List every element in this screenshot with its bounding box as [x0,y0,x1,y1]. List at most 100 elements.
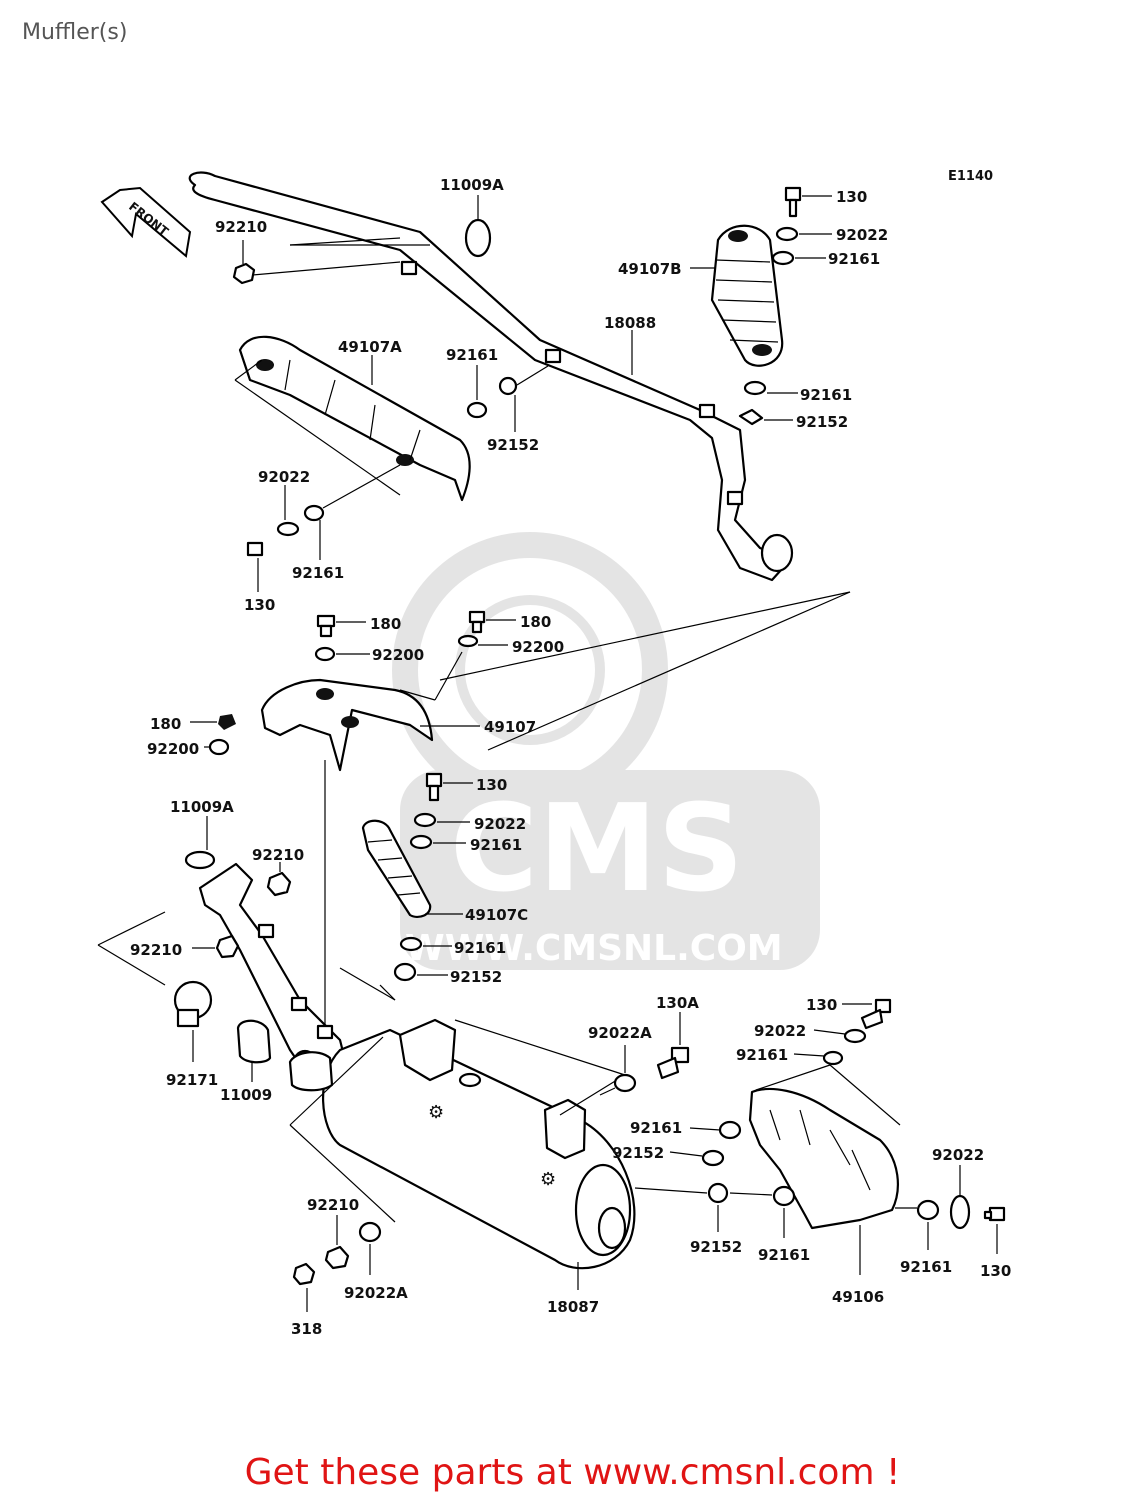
label-11009A-low[interactable]: 11009A [170,798,234,816]
label-92152-mid2[interactable]: 92152 [450,968,502,986]
washer-92161-br4 [916,1199,940,1221]
bolt-130-left [246,541,264,557]
washer-92022-br2 [949,1194,971,1230]
bolt-180-c [218,714,236,730]
label-92210-top[interactable]: 92210 [215,218,267,236]
washer-92161-right [743,380,767,396]
washer-92161-br3 [772,1185,796,1207]
washer-92022-br [843,1028,867,1044]
page-title: Muffler(s) [22,20,128,45]
watermark-brand: CMS [450,780,744,919]
label-92210-c[interactable]: 92210 [307,1196,359,1214]
washer-92161-br [822,1050,844,1066]
label-180-b[interactable]: 180 [520,613,551,631]
washer-92161-left [303,504,325,522]
washer-92200-c [208,738,230,756]
label-130-left[interactable]: 130 [244,596,275,614]
label-49107A[interactable]: 49107A [338,338,402,356]
washer-92161-mid2 [409,834,433,850]
label-130-br2[interactable]: 130 [980,1262,1011,1280]
label-92161-mid2[interactable]: 92161 [470,836,522,854]
label-92161-br[interactable]: 92161 [736,1046,788,1064]
cms-watermark: CMS WWW.CMSNL.COM [392,532,820,970]
label-92161-left[interactable]: 92161 [292,564,344,582]
label-92161-top-right-2[interactable]: 92161 [800,386,852,404]
nut-92210-b [215,934,240,959]
label-92022A-a[interactable]: 92022A [588,1024,652,1042]
nut-318 [292,1262,316,1286]
washer-92022a-a [613,1073,637,1093]
bolt-130-br [860,998,892,1030]
label-49106[interactable]: 49106 [832,1288,884,1306]
label-92200-b[interactable]: 92200 [512,638,564,656]
label-92022-mid[interactable]: 92022 [474,815,526,833]
label-92022-br2[interactable]: 92022 [932,1146,984,1164]
header-pipe-18088 [188,171,794,582]
label-130-mid[interactable]: 130 [476,776,507,794]
clamp-92171 [173,980,213,1028]
label-92161-br4[interactable]: 92161 [900,1258,952,1276]
gasket-11009a-low [184,850,216,870]
muffler-18087: ⚙ ⚙ [288,1018,636,1270]
shop-link[interactable]: Get these parts at www.cmsnl.com ! [244,1452,901,1493]
label-92161-mid[interactable]: 92161 [446,346,498,364]
lower-header-pipe [198,862,347,1081]
callout-banner: Get these parts at www.cmsnl.com ! [0,1452,1145,1493]
bolt-130-top-right [784,186,802,218]
label-11009A-top[interactable]: 11009A [440,176,504,194]
label-49107C[interactable]: 49107C [465,906,528,924]
bolt-130a [656,1046,690,1080]
muffler-logo-mark: ⚙ [428,1102,444,1123]
label-49107B[interactable]: 49107B [618,260,682,278]
heat-guard-49107b [710,224,784,367]
nut-92152-mid2 [393,962,417,982]
washer-92022-top-right [775,226,799,242]
bolt-180-b [468,610,486,634]
label-318[interactable]: 318 [291,1320,322,1338]
nut-92152-br [701,1149,725,1167]
nut-92210-c [324,1245,350,1270]
label-92200-a[interactable]: 92200 [372,646,424,664]
label-11009[interactable]: 11009 [220,1086,272,1104]
heat-guard-49107a [238,335,471,502]
label-92152-br2[interactable]: 92152 [690,1238,742,1256]
label-180-c[interactable]: 180 [150,715,181,733]
label-180-a[interactable]: 180 [370,615,401,633]
heat-guard-49107 [260,678,434,772]
label-92152-top-right[interactable]: 92152 [796,413,848,431]
label-92210-a[interactable]: 92210 [252,846,304,864]
nut-92210-a [266,871,292,897]
label-92022A-b[interactable]: 92022A [344,1284,408,1302]
label-92152-br[interactable]: 92152 [612,1144,664,1162]
label-92171[interactable]: 92171 [166,1071,218,1089]
label-92022-left[interactable]: 92022 [258,468,310,486]
washer-92161-top-right [771,250,795,266]
heat-guard-49107c [361,819,432,919]
label-18088[interactable]: 18088 [604,314,656,332]
label-49107[interactable]: 49107 [484,718,536,736]
label-92161-mid3[interactable]: 92161 [454,939,506,957]
label-92161-top-right-1[interactable]: 92161 [828,250,880,268]
washer-92200-a [314,646,336,662]
label-92022-top-right[interactable]: 92022 [836,226,888,244]
label-92210-b[interactable]: 92210 [130,941,182,959]
washer-92200-b [457,634,479,648]
label-92161-br3[interactable]: 92161 [758,1246,810,1264]
label-92152-mid[interactable]: 92152 [487,436,539,454]
washer-92022a-b [358,1221,382,1243]
label-130-br[interactable]: 130 [806,996,837,1014]
gasket-11009a-top [464,218,492,258]
heat-guard-49106 [748,1087,899,1230]
washer-92161-br2 [718,1120,742,1140]
nut-92152-mid [498,376,518,396]
muffler-logo-mark-2: ⚙ [540,1169,556,1190]
label-92022-br[interactable]: 92022 [754,1022,806,1040]
label-130-top-right[interactable]: 130 [836,188,867,206]
washer-92022-left [276,521,300,537]
label-92161-br2[interactable]: 92161 [630,1119,682,1137]
washer-92022-mid [413,812,437,828]
label-18087[interactable]: 18087 [547,1298,599,1316]
label-92200-c[interactable]: 92200 [147,740,199,758]
label-130A[interactable]: 130A [656,994,699,1012]
